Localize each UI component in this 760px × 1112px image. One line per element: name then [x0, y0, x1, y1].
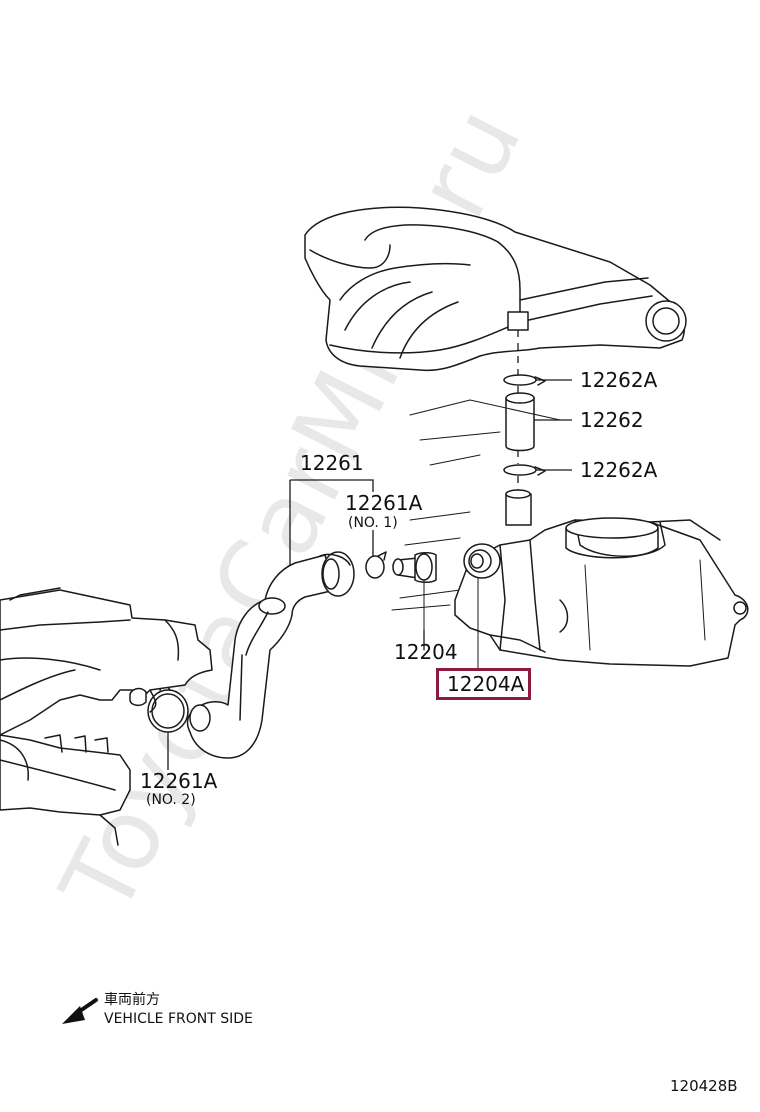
arrow-icon [62, 998, 98, 1024]
callout-12261A-no2-sub: (NO. 2) [146, 792, 196, 808]
callout-12262A-top[interactable]: 12262A [580, 368, 658, 392]
hose-clamp-bottom [503, 464, 537, 476]
callout-12261[interactable]: 12261 [300, 451, 364, 475]
ventilation-hose-12261 [186, 551, 355, 759]
callout-12262A-bottom[interactable]: 12262A [580, 458, 658, 482]
leader-lines [167, 379, 572, 770]
callout-12204[interactable]: 12204 [394, 640, 458, 664]
cylinder-head-cover [391, 399, 749, 667]
callout-12261A-no1[interactable]: 12261A [345, 491, 423, 515]
pcv-grommet-12204A [463, 543, 501, 669]
callout-12262[interactable]: 12262 [580, 408, 644, 432]
selected-part-highlight [436, 668, 531, 700]
callout-12261A-no1-sub: (NO. 1) [348, 515, 398, 531]
diagram-reference-code: 120428B [670, 1077, 738, 1095]
vehicle-front-japanese: 車両前方 [104, 992, 160, 1008]
intake-manifold [0, 587, 213, 846]
callout-12204A[interactable]: 12204A [447, 672, 525, 696]
hose-clamp-12261A-no1 [365, 551, 387, 579]
pcv-valve-12204 [392, 552, 437, 651]
vehicle-front-english: VEHICLE FRONT SIDE [104, 1011, 253, 1027]
air-cleaner-inlet [304, 206, 687, 372]
hose-clamp-top [503, 374, 537, 386]
ventilation-hose-12262 [503, 330, 546, 490]
callout-12261A-no2[interactable]: 12261A [140, 769, 218, 793]
